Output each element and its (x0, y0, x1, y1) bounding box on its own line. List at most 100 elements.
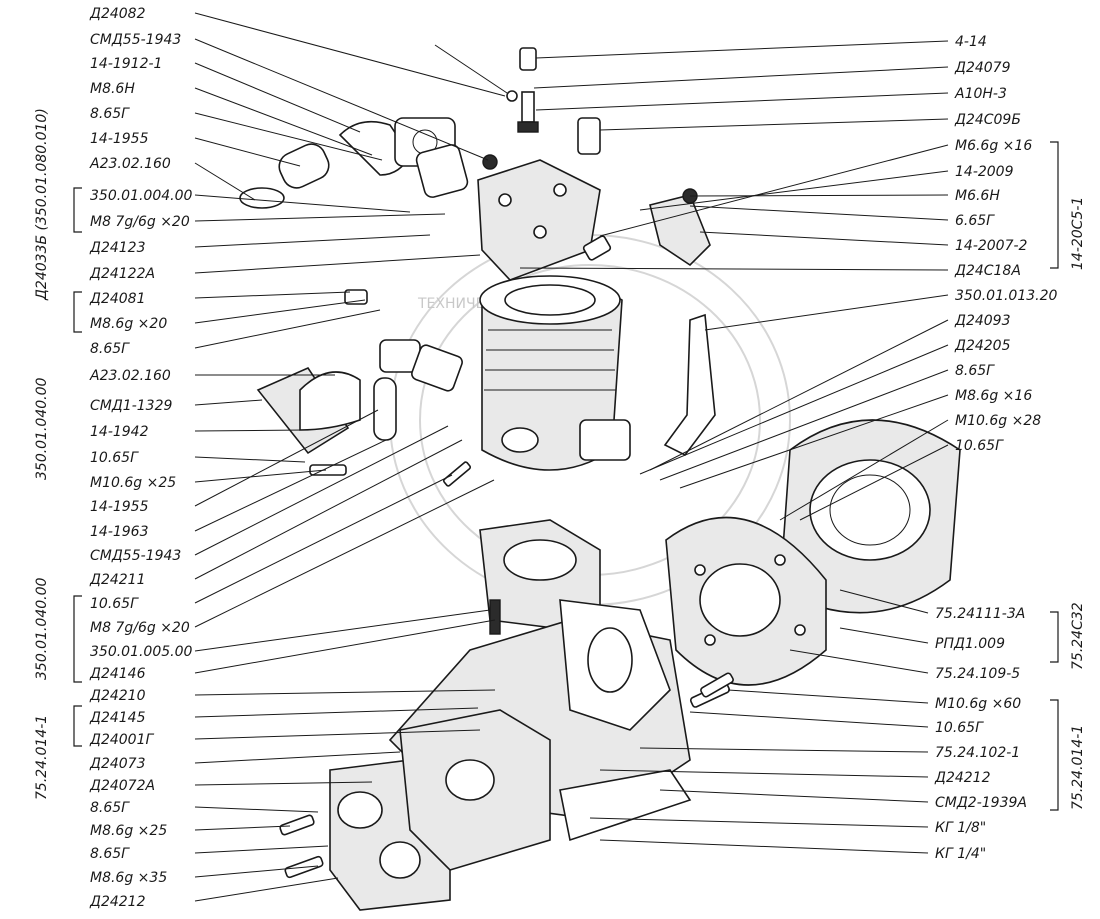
label-left-6: 14-1955 (90, 131, 149, 147)
leader-line-32 (194, 781, 373, 786)
label-left-10: Д24123 (89, 240, 145, 256)
label-right-26: КГ 1/8" (935, 820, 986, 836)
leader-line-27 (194, 619, 496, 674)
leader-line-50 (639, 344, 949, 475)
group-label-left-2: 350.01.040.00 (34, 377, 50, 480)
label-right-22: 10.65Г (935, 720, 984, 736)
leader-line-47 (519, 267, 949, 271)
label-right-16: М10.6g ×28 (955, 413, 1041, 429)
label-left-27: Д24146 (89, 666, 146, 682)
label-right-14: 8.65Г (955, 363, 995, 379)
leader-line-22 (194, 425, 449, 556)
label-left-1: Д24082 (89, 6, 146, 22)
leader-line-31 (194, 751, 401, 764)
leader-line-29 (194, 707, 479, 718)
label-left-12: Д24081 (89, 291, 145, 307)
label-left-2: СМД55-1943 (90, 32, 181, 48)
leader-line-30 (194, 729, 481, 740)
leader-line-36 (194, 865, 319, 878)
leader-line-57 (789, 649, 929, 674)
group-label-left-3: 350.01.040.00 (34, 577, 50, 680)
leader-line-19 (194, 469, 327, 483)
label-left-32: Д24072А (89, 778, 155, 794)
label-right-25: СМД2-1939А (935, 795, 1027, 811)
leader-line-20 (194, 409, 379, 507)
label-left-24: 10.65Г (90, 596, 139, 612)
label-left-8: 350.01.004.00 (90, 188, 193, 204)
label-right-18: 75.24111-3А (935, 606, 1025, 622)
leader-line-6 (194, 137, 301, 167)
label-left-14: 8.65Г (90, 341, 130, 357)
group-label-right-1: 14-20С5-1 (1070, 197, 1086, 270)
leader-line-53 (779, 419, 949, 521)
label-right-24: Д24212 (934, 770, 991, 786)
leader-line-44 (689, 194, 949, 197)
label-right-3: А10Н-3 (954, 86, 1007, 102)
group-braces: Д24033Б (350.01.080.010) 350.01.040.00 3… (34, 108, 1086, 811)
leader-line-62 (659, 789, 929, 803)
label-right-27: КГ 1/4" (935, 846, 986, 862)
label-right-9: 14-2007-2 (955, 238, 1028, 254)
right-labels: 4-14 Д24079 А10Н-3 Д24С09Б М6.6g ×16 14-… (934, 34, 1058, 862)
label-left-5: 8.65Г (90, 106, 130, 122)
leader-line-54 (799, 444, 949, 521)
label-left-20: 14-1955 (90, 499, 149, 515)
label-left-4: М8.6Н (90, 81, 135, 97)
leader-line-60 (639, 747, 929, 753)
leader-line-26 (194, 609, 491, 652)
leader-line-13 (194, 299, 366, 324)
leader-line-64 (599, 839, 929, 854)
leader-line-28 (194, 689, 496, 696)
label-right-1: 4-14 (955, 34, 987, 50)
group-label-left-1: Д24033Б (350.01.080.010) (34, 108, 50, 301)
label-right-20: 75.24.109-5 (935, 666, 1020, 682)
label-left-31: Д24073 (89, 756, 145, 772)
leader-line-24 (194, 474, 453, 604)
label-right-15: М8.6g ×16 (955, 388, 1032, 404)
leader-line-51 (659, 369, 949, 481)
label-right-21: М10.6g ×60 (935, 696, 1021, 712)
leader-line-12 (194, 291, 351, 299)
label-right-19: РПД1.009 (935, 636, 1005, 652)
label-left-19: М10.6g ×25 (90, 475, 176, 491)
label-left-15: А23.02.160 (89, 368, 171, 384)
label-left-23: Д24211 (89, 572, 145, 588)
leader-line-46 (699, 231, 949, 246)
label-left-13: М8.6g ×20 (90, 316, 167, 332)
leader-line-5 (194, 112, 383, 161)
label-left-26: 350.01.005.00 (90, 644, 193, 660)
label-right-6: 14-2009 (955, 164, 1014, 180)
label-right-11: 350.01.013.20 (955, 288, 1058, 304)
parts (239, 44, 961, 911)
leader-line-10 (194, 234, 431, 248)
label-left-3: 14-1912-1 (90, 56, 162, 72)
leader-line-7 (194, 162, 256, 201)
leader-line-23 (194, 439, 463, 580)
leader-line-11 (194, 254, 481, 274)
label-left-37: Д24212 (89, 894, 146, 910)
leader-line-2 (194, 38, 489, 161)
leader-line-8 (194, 194, 411, 213)
leader-line-42 (599, 144, 949, 237)
label-left-7: А23.02.160 (89, 156, 171, 172)
label-left-34: М8.6g ×25 (90, 823, 167, 839)
label-left-36: М8.6g ×35 (90, 870, 167, 886)
leader-line-43 (639, 170, 949, 211)
leader-line-9 (194, 213, 446, 222)
leader-line-52 (679, 394, 949, 489)
leader-line-56 (839, 627, 929, 644)
leader-line-48 (704, 294, 949, 331)
left-labels: Д24082 СМД55-1943 14-1912-1 М8.6Н 8.65Г … (89, 6, 193, 910)
label-right-17: 10.65Г (955, 438, 1004, 454)
label-left-9: М8 7g/6g ×20 (90, 214, 190, 230)
label-left-30: Д24001Г (89, 732, 154, 748)
leader-line-38 (535, 40, 949, 59)
leader-line-41 (599, 118, 949, 131)
label-right-12: Д24093 (954, 313, 1010, 329)
label-right-7: М6.6Н (955, 188, 1000, 204)
label-left-17: 14-1942 (90, 424, 149, 440)
leader-line-14 (194, 309, 381, 349)
label-left-35: 8.65Г (90, 846, 130, 862)
label-right-5: М6.6g ×16 (955, 138, 1032, 154)
leader-line-1 (194, 12, 506, 97)
